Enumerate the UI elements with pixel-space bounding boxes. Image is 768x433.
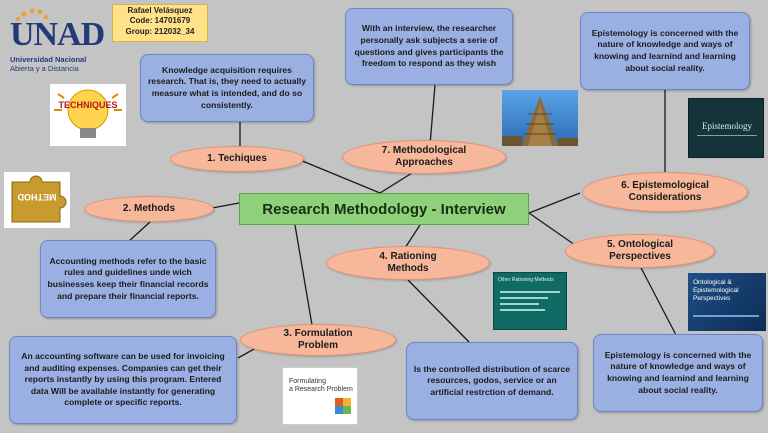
node-ontological: 5. Ontological Perspectives <box>565 234 715 268</box>
line-methodological-note <box>430 85 435 145</box>
techniques-image: TECHNIQUES <box>50 84 126 146</box>
line-center-ontological <box>529 213 575 245</box>
node-methods: 2. Methods <box>84 196 214 222</box>
ontological-slide-image: Ontological & Epistemological Perspectiv… <box>688 273 766 331</box>
center-topic: Research Methodology - Interview <box>239 193 529 225</box>
logo-line1: Universidad Nacional <box>10 55 86 64</box>
author-box: Rafael Velásquez Code: 14701679 Group: 2… <box>112 4 208 42</box>
formulating-book-image: Formulating a Research Problem <box>282 367 358 425</box>
temple-image <box>502 90 578 146</box>
techniques-image-label: TECHNIQUES <box>50 100 126 110</box>
logo-line2: Abierta y a Distancia <box>10 64 79 73</box>
author-code: Code: 14701679 <box>113 16 207 26</box>
note-methods: Accounting methods refer to the basic ru… <box>40 240 216 318</box>
node-methodological: 7. Methodological Approaches <box>342 140 506 174</box>
method-image-label: METHOD <box>12 192 62 202</box>
note-methodological: With an interview, the researcher person… <box>345 8 513 85</box>
ontological-image-line2: Epistemological <box>693 287 739 295</box>
note-ontological: Epistemology is concerned with the natur… <box>593 334 763 412</box>
node-formulation: 3. Formulation Problem <box>240 324 396 356</box>
line-ontological-note <box>638 262 676 335</box>
note-rationing: Is the controlled distribution of scarce… <box>406 342 578 420</box>
line-center-formulation <box>295 225 312 325</box>
rationing-image-title: Other Rationing Methods <box>498 277 554 283</box>
node-rationing: 4. Rationing Methods <box>326 246 490 280</box>
slide-rule <box>693 315 759 317</box>
line-methods-note <box>128 222 150 242</box>
line-center-methods <box>212 203 239 208</box>
book-rule <box>697 135 757 136</box>
author-name: Rafael Velásquez <box>113 6 207 16</box>
rationing-image-bullets <box>500 287 560 315</box>
epistemology-image-label: Epistemology <box>689 121 764 131</box>
note-techniques: Knowledge acquisition requires research.… <box>140 54 314 122</box>
logo-letters: UNAD <box>10 16 104 54</box>
author-group: Group: 212032_34 <box>113 27 207 37</box>
note-epistemological: Epistemology is concerned with the natur… <box>580 12 750 90</box>
line-center-rationing <box>405 225 420 248</box>
note-formulation: An accounting software can be used for i… <box>9 336 237 424</box>
epistemology-book-image: Epistemology <box>688 98 764 158</box>
ontological-image-line1: Ontological & <box>693 279 739 287</box>
line-rationing-note <box>408 280 470 343</box>
node-techniques: 1. Techiques <box>170 146 304 172</box>
rationing-slide-image: Other Rationing Methods <box>493 272 567 330</box>
node-epistemological: 6. Epistemological Considerations <box>582 172 748 212</box>
ontological-image-text: Ontological & Epistemological Perspectiv… <box>693 279 739 303</box>
ontological-image-line3: Perspectives <box>693 295 739 303</box>
method-puzzle-image: METHOD <box>4 172 70 228</box>
line-center-epistemological <box>529 193 580 213</box>
